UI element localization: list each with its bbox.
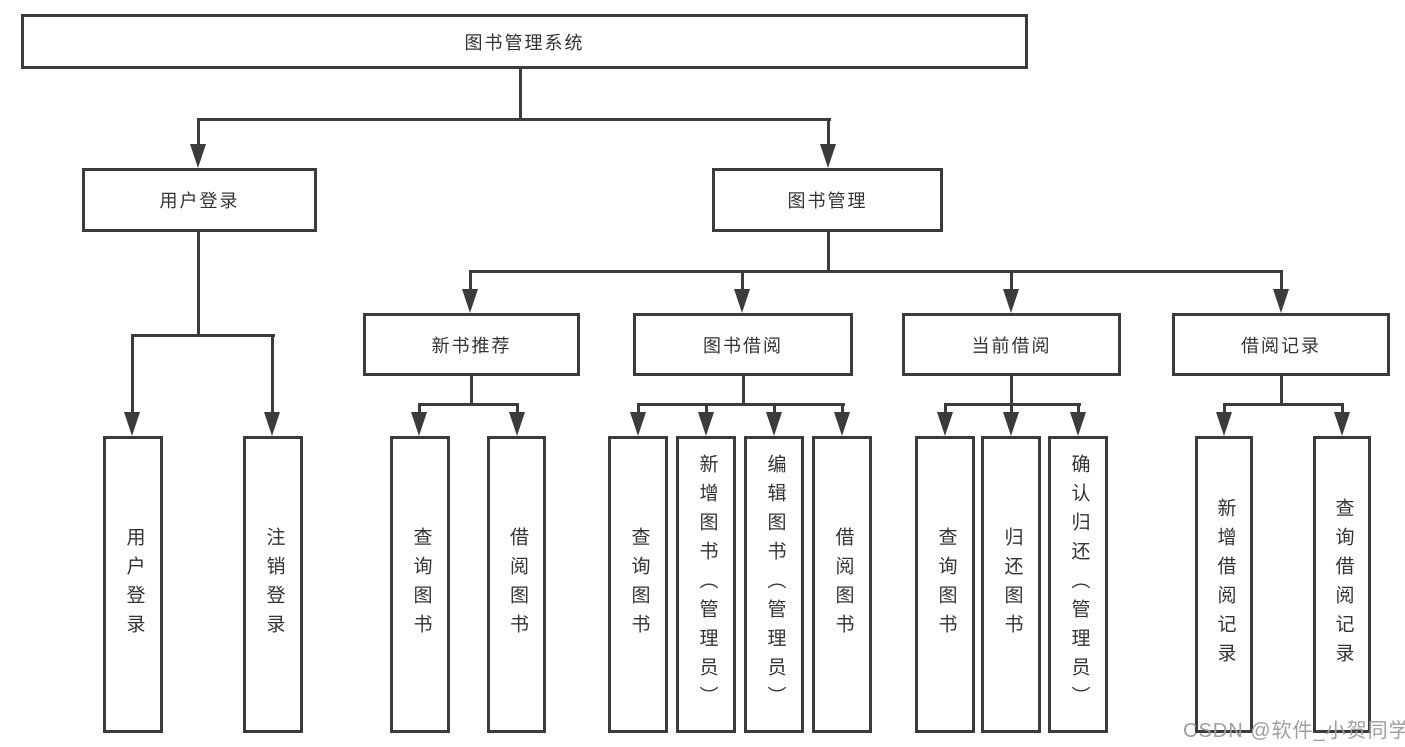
node-book-borrow-label: 图书借阅 [703, 335, 783, 356]
arrow-down-icon [820, 144, 836, 168]
leaf-recommend-query-book: 查询图书 [390, 436, 450, 733]
leaf-borrow-edit-book-admin-label: 编辑图书（管理员） [764, 454, 786, 715]
node-current-borrow-label: 当前借阅 [971, 335, 1052, 356]
leaf-user-login-label: 用户登录 [123, 526, 145, 643]
leaf-records-query-record-label: 查询借阅记录 [1332, 497, 1354, 672]
csdn-watermark: CSDN @软件_小贺同学 [1183, 720, 1405, 742]
connector-line [741, 270, 744, 291]
node-book-management: 图书管理 [712, 168, 943, 232]
arrow-down-icon [1070, 412, 1086, 436]
leaf-current-return-book-label: 归还图书 [1001, 526, 1023, 643]
arrow-down-icon [1003, 289, 1019, 313]
leaf-user-login: 用户登录 [103, 436, 163, 733]
connector-line [469, 270, 472, 291]
leaf-borrow-query-book: 查询图书 [608, 436, 668, 733]
arrow-down-icon [766, 412, 782, 436]
arrow-down-icon [937, 412, 953, 436]
connector-line [773, 403, 776, 414]
node-new-book-recommend: 新书推荐 [363, 313, 580, 376]
connector-line [637, 403, 845, 406]
leaf-logout-label: 注销登录 [263, 526, 285, 643]
arrow-down-icon [462, 289, 478, 313]
leaf-current-query-book: 查询图书 [915, 436, 975, 733]
node-book-borrow: 图书借阅 [633, 313, 853, 376]
connector-line [131, 334, 134, 414]
node-user-login-label: 用户登录 [159, 191, 240, 211]
connector-line [841, 403, 844, 414]
arrow-down-icon [124, 412, 140, 436]
connector-line [827, 118, 830, 146]
leaf-current-confirm-return-admin-label: 确认归还（管理员） [1068, 454, 1090, 715]
node-user-login: 用户登录 [82, 168, 317, 232]
connector-line [418, 403, 519, 406]
connector-line [827, 230, 830, 273]
arrow-down-icon [1273, 289, 1289, 313]
connector-line [197, 118, 200, 146]
connector-line [1223, 403, 1344, 406]
leaf-borrow-query-book-label: 查询图书 [628, 526, 650, 643]
arrow-down-icon [190, 144, 206, 168]
arrow-down-icon [1003, 412, 1019, 436]
connector-line [1010, 374, 1013, 406]
leaf-logout: 注销登录 [243, 436, 303, 733]
node-borrow-records: 借阅记录 [1172, 313, 1390, 376]
connector-line [1077, 403, 1080, 414]
connector-line [418, 403, 421, 414]
arrow-down-icon [630, 412, 646, 436]
node-new-book-recommend-label: 新书推荐 [431, 335, 512, 356]
connector-line [470, 374, 473, 406]
arrow-down-icon [509, 412, 525, 436]
connector-line [637, 403, 640, 414]
leaf-borrow-add-book-admin: 新增图书（管理员） [676, 436, 736, 733]
leaf-records-add-record: 新增借阅记录 [1195, 436, 1253, 733]
leaf-borrow-borrow-book: 借阅图书 [812, 436, 872, 733]
leaf-recommend-query-book-label: 查询图书 [410, 526, 432, 643]
connector-line [1010, 270, 1013, 291]
leaf-current-return-book: 归还图书 [981, 436, 1041, 733]
arrow-down-icon [1334, 412, 1350, 436]
leaf-borrow-edit-book-admin: 编辑图书（管理员） [744, 436, 804, 733]
leaf-records-add-record-label: 新增借阅记录 [1214, 497, 1236, 672]
node-current-borrow: 当前借阅 [902, 313, 1121, 376]
node-book-management-label: 图书管理 [787, 191, 868, 211]
connector-line [1010, 403, 1013, 414]
connector-line [131, 334, 275, 337]
arrow-down-icon [264, 412, 280, 436]
connector-line [1341, 403, 1344, 414]
node-borrow-records-label: 借阅记录 [1241, 335, 1321, 356]
connector-line [197, 231, 200, 335]
leaf-records-query-record: 查询借阅记录 [1313, 436, 1371, 733]
arrow-down-icon [734, 289, 750, 313]
leaf-borrow-borrow-book-label: 借阅图书 [832, 526, 854, 643]
leaf-current-query-book-label: 查询图书 [935, 526, 957, 643]
connector-line [271, 334, 274, 414]
connector-line [516, 403, 519, 414]
arrow-down-icon [698, 412, 714, 436]
connector-line [1280, 270, 1283, 291]
leaf-current-confirm-return-admin: 确认归还（管理员） [1048, 436, 1108, 733]
leaf-recommend-borrow-book: 借阅图书 [487, 436, 546, 733]
arrow-down-icon [411, 412, 427, 436]
connector-line [944, 403, 947, 414]
connector-line [1223, 403, 1226, 414]
connector-line [197, 118, 831, 121]
node-library-management-system: 图书管理系统 [21, 14, 1028, 69]
connector-line [742, 374, 745, 406]
arrow-down-icon [834, 412, 850, 436]
connector-line [469, 270, 1283, 273]
node-library-management-system-label: 图书管理系统 [464, 32, 585, 53]
arrow-down-icon [1216, 412, 1232, 436]
connector-line [1280, 374, 1283, 406]
connector-line [705, 403, 708, 414]
leaf-recommend-borrow-book-label: 借阅图书 [506, 526, 528, 643]
connector-line [519, 66, 522, 120]
leaf-borrow-add-book-admin-label: 新增图书（管理员） [696, 454, 718, 715]
